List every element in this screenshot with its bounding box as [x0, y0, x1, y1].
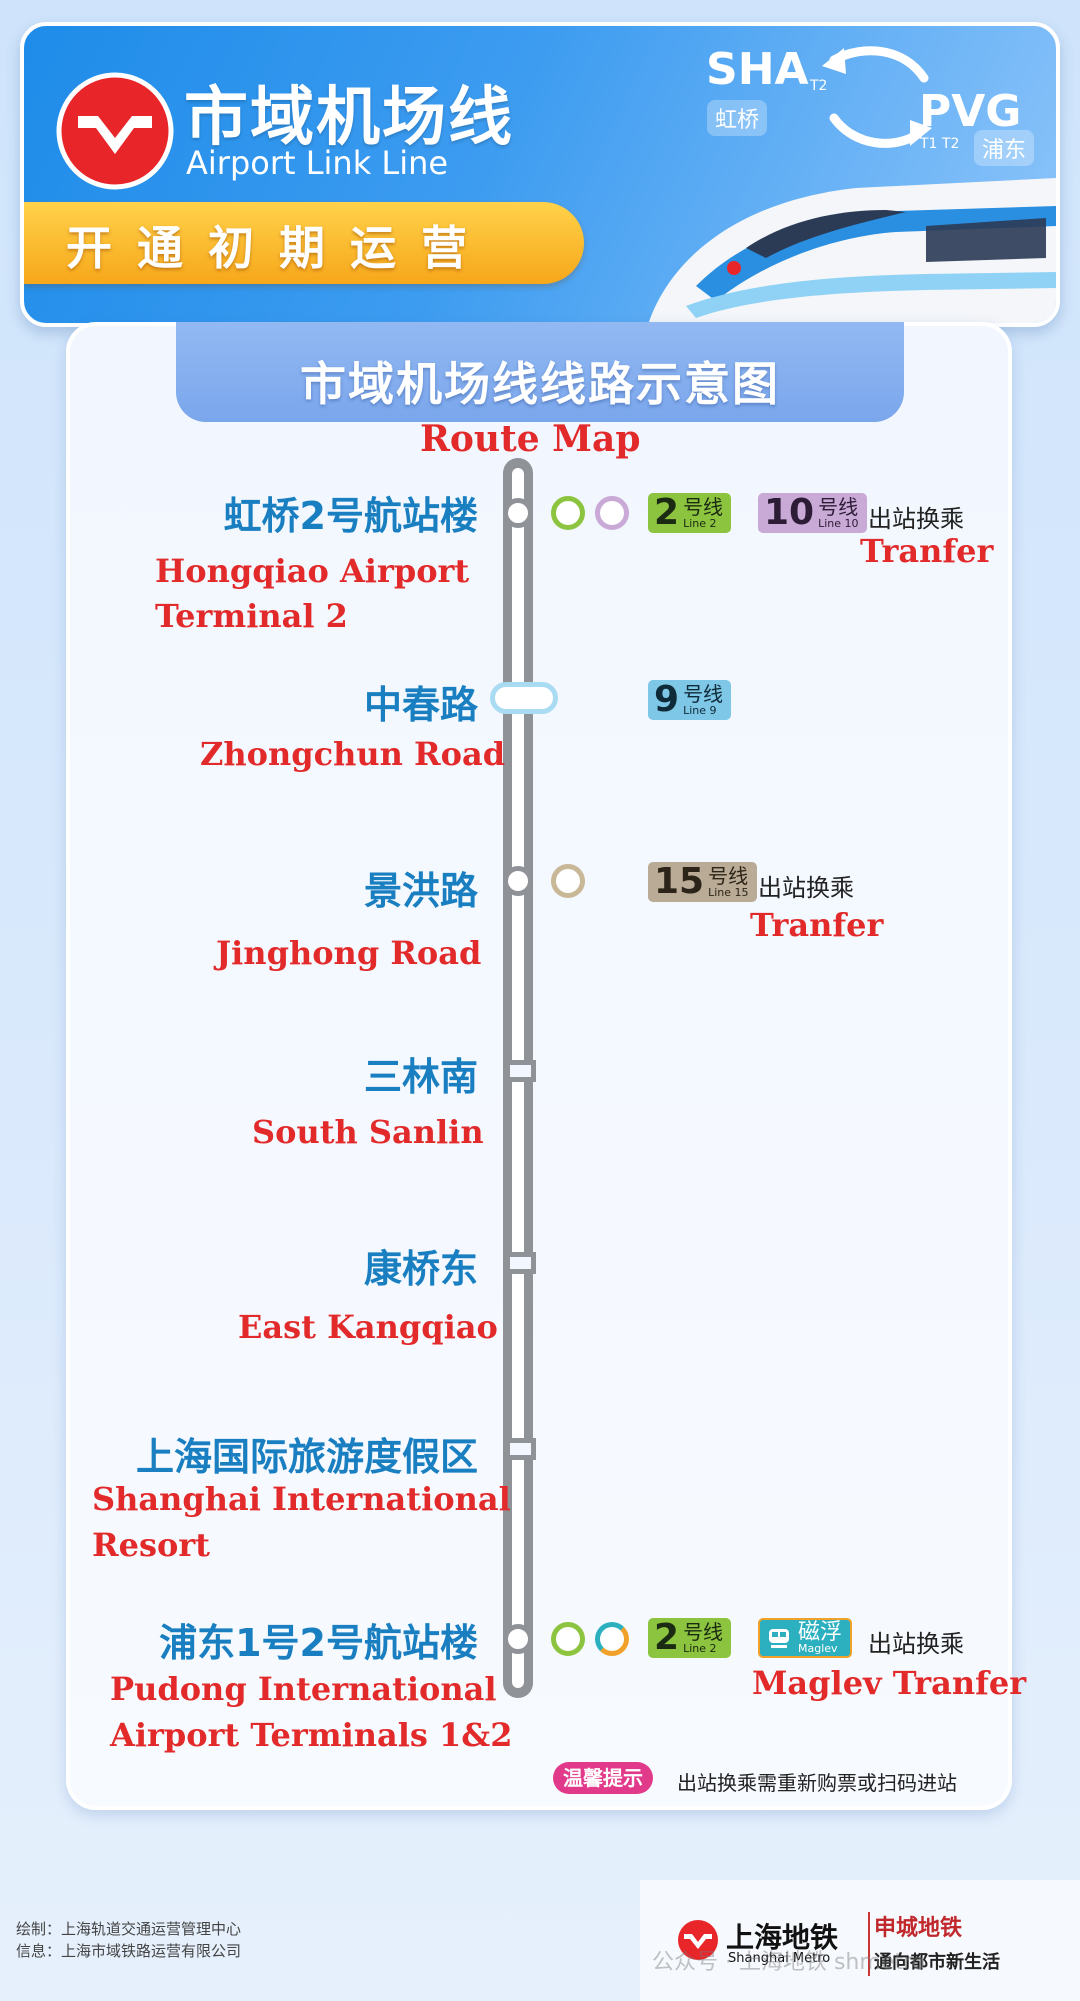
- station-node-resort: [510, 1438, 536, 1460]
- station-name-cn: 上海国际旅游度假区: [135, 1435, 478, 1479]
- shanghai-metro-logo-icon: [678, 1920, 718, 1960]
- station-name-cn: 三林南: [363, 1055, 478, 1099]
- station-node-south-sanlin: [510, 1060, 536, 1082]
- line-title-cn: 市域机场线: [184, 81, 514, 155]
- footer-slogan-2: 通向都市新生活: [874, 1952, 1000, 1973]
- station-name-en-2: Terminal 2: [155, 597, 348, 635]
- line2-transfer-ring-icon: [551, 496, 585, 530]
- station-node-east-kangqiao: [510, 1252, 536, 1274]
- watermark-text: 公众号 · 上海地铁 shmetro: [652, 1950, 925, 1975]
- line15-transfer-ring-icon: [551, 864, 585, 898]
- transfer-note-en: Tranfer: [750, 906, 884, 944]
- station-node-zhongchun: [490, 682, 558, 714]
- maglev-transfer-ring-icon: [595, 1622, 629, 1656]
- sha-terminal: T2: [810, 78, 828, 94]
- footer-brand-en: Shanghai Metro: [728, 1951, 831, 1966]
- station-name-cn: 浦东1号2号航站楼: [159, 1621, 478, 1665]
- station-node-hongqiao: [503, 498, 533, 528]
- pvg-terminal: T1 T2: [920, 136, 960, 152]
- header-banner: 市域机场线 Airport Link Line 开通初期运营 SHA T2 虹桥…: [20, 22, 1060, 327]
- map-title-cn: 市域机场线线路示意图: [300, 357, 780, 411]
- map-title-en: Route Map: [420, 418, 641, 460]
- station-name-cn: 虹桥2号航站楼: [223, 494, 478, 538]
- opening-banner-text: 开通初期运营: [66, 221, 492, 275]
- round-trip-arrows-icon: [822, 46, 932, 148]
- sha-name-cn: 虹桥: [707, 100, 768, 136]
- maglev-train-icon: [769, 1629, 789, 1648]
- tip-label-badge: 温馨提示: [553, 1762, 653, 1794]
- sha-code: SHA: [706, 44, 809, 95]
- footer-brand-cn: 上海地铁: [726, 1921, 839, 1954]
- line2-transfer-ring-icon: [551, 1622, 585, 1656]
- station-name-en: East Kangqiao: [238, 1308, 498, 1346]
- footer-slogan-1: 申城地铁: [874, 1915, 963, 1941]
- line10-transfer-ring-icon: [595, 496, 629, 530]
- pvg-name-cn: 浦东: [974, 130, 1035, 166]
- station-name-cn: 康桥东: [363, 1247, 478, 1291]
- tip-text: 出站换乘需重新购票或扫码进站: [677, 1771, 957, 1795]
- pvg-code: PVG: [919, 86, 1022, 137]
- map-title-tab: [176, 322, 904, 422]
- station-node-pudong: [503, 1624, 533, 1654]
- station-name-en: Zhongchun Road: [200, 735, 506, 773]
- route-map-card: [66, 322, 1012, 1810]
- shanghai-metro-logo-icon: [56, 72, 174, 190]
- footer-divider: [868, 1912, 870, 1976]
- opening-banner: 开通初期运营: [24, 202, 584, 284]
- train-illustration: [648, 178, 1056, 323]
- maglev-transfer-note-en: Maglev Tranfer: [752, 1664, 1027, 1702]
- station-node-jinghong: [503, 866, 533, 896]
- station-name-en: South Sanlin: [252, 1113, 484, 1151]
- station-name-cn: 景洪路: [363, 869, 478, 913]
- station-name-en: Hongqiao Airport: [155, 552, 470, 590]
- station-name-en: Pudong International: [110, 1670, 497, 1708]
- station-name-en: Jinghong Road: [216, 934, 482, 972]
- station-name-en: Shanghai International: [92, 1480, 511, 1518]
- transfer-note-cn: 出站换乘: [868, 505, 964, 533]
- transfer-note-cn: 出站换乘: [758, 874, 854, 902]
- station-name-en-2: Resort: [92, 1526, 210, 1564]
- transfer-note-cn: 出站换乘: [868, 1630, 964, 1658]
- station-name-en-2: Airport Terminals 1&2: [110, 1716, 513, 1754]
- line-title-en: Airport Link Line: [186, 144, 449, 182]
- footer-info: 信息：上海市域铁路运营有限公司: [16, 1942, 242, 1960]
- station-name-cn: 中春路: [363, 683, 478, 727]
- footer-drawn-by: 绘制：上海轨道交通运营管理中心: [16, 1920, 242, 1938]
- transfer-note-en: Tranfer: [860, 532, 994, 570]
